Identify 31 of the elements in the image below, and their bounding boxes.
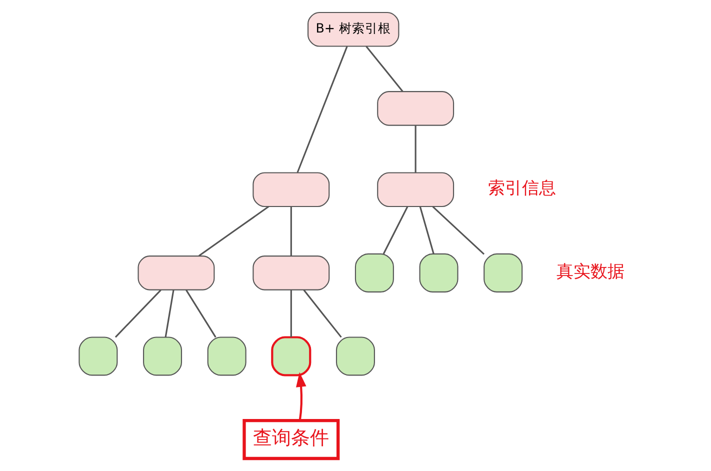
connector xyxy=(382,206,408,254)
connector xyxy=(114,289,161,338)
node-box xyxy=(252,172,330,208)
label: 索引信息 xyxy=(488,178,556,198)
node-box xyxy=(354,253,394,292)
node-box xyxy=(137,256,214,290)
connector xyxy=(365,46,403,92)
node-box xyxy=(78,336,118,376)
node-box xyxy=(252,256,330,290)
connector xyxy=(198,206,269,256)
node-box xyxy=(376,172,454,208)
node-box xyxy=(142,336,182,376)
connector xyxy=(302,290,342,338)
connector xyxy=(290,290,292,338)
connector xyxy=(296,46,348,173)
node-box xyxy=(483,253,522,292)
node-box xyxy=(376,91,454,126)
arrow xyxy=(296,372,306,421)
connector xyxy=(432,206,484,255)
connector xyxy=(418,206,434,254)
node-box: B+ 树索引根 xyxy=(307,12,399,47)
label: 真实数据 xyxy=(556,260,624,281)
node-box xyxy=(206,336,246,376)
node-box xyxy=(418,253,458,292)
connector xyxy=(185,290,216,338)
connector xyxy=(290,206,292,256)
connector xyxy=(414,126,416,173)
node-box xyxy=(335,336,374,376)
connector xyxy=(164,290,174,338)
node-box xyxy=(270,336,311,376)
node-box: 查询条件 xyxy=(242,418,340,460)
